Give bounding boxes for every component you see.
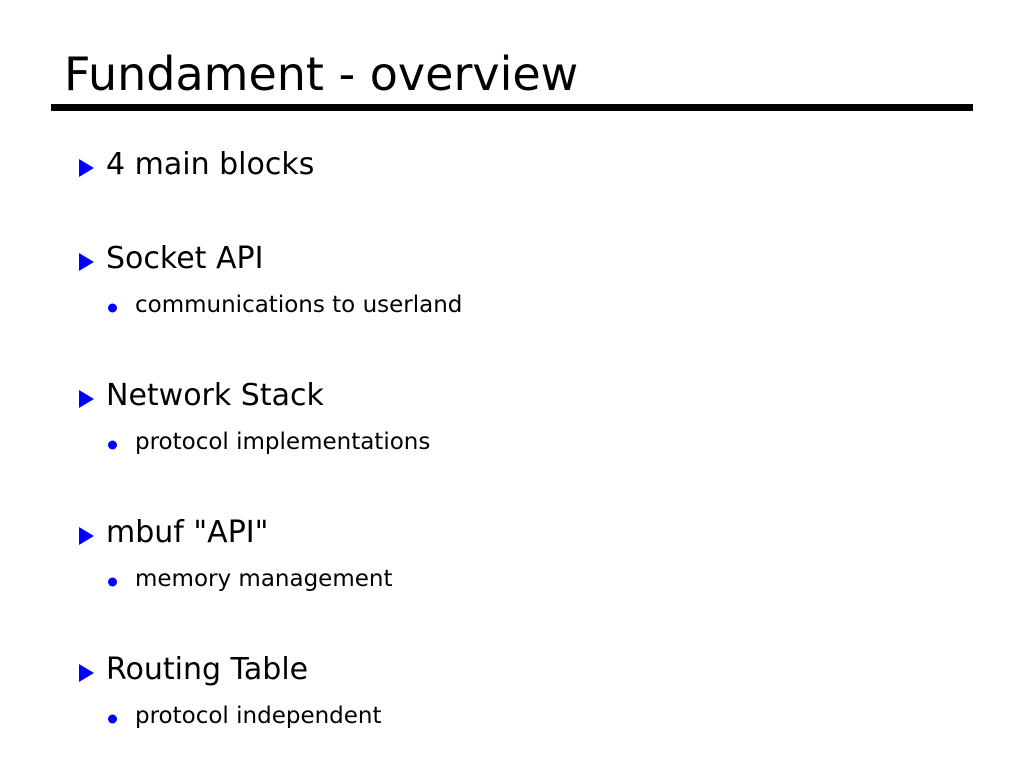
list-item: Socket API (79, 244, 979, 280)
bullet-group: Routing Table protocol independent (79, 655, 979, 733)
dot-bullet-icon (108, 440, 117, 450)
sub-list-item: memory management (79, 568, 979, 596)
sub-list-item-label: memory management (135, 566, 393, 592)
sub-list-item-label: communications to userland (135, 292, 463, 318)
list-item: Network Stack (79, 381, 979, 417)
sub-list-item: communications to userland (79, 294, 979, 322)
list-item: mbuf "API" (79, 518, 979, 554)
title-underline-rule (51, 104, 973, 112)
bullet-group: 4 main blocks (79, 150, 979, 186)
triangle-right-bullet-icon (79, 390, 94, 408)
sub-list-item-label: protocol independent (135, 703, 382, 729)
sub-list-item: protocol independent (79, 705, 979, 733)
bullet-group: Network Stack protocol implementations (79, 381, 979, 459)
triangle-right-bullet-icon (79, 527, 94, 545)
sub-list-item-label: protocol implementations (135, 429, 431, 455)
list-item: 4 main blocks (79, 150, 979, 186)
bullet-group: Socket API communications to userland (79, 244, 979, 322)
slide-body: 4 main blocks Socket API communications … (79, 148, 979, 733)
list-item-label: Network Stack (106, 378, 324, 413)
list-item: Routing Table (79, 655, 979, 691)
triangle-right-bullet-icon (79, 664, 94, 682)
dot-bullet-icon (108, 577, 117, 587)
slide-title-block: Fundament - overview (51, 47, 973, 112)
sub-list-item: protocol implementations (79, 431, 979, 459)
bullet-group: mbuf "API" memory management (79, 518, 979, 596)
page-title: Fundament - overview (64, 47, 579, 101)
triangle-right-bullet-icon (79, 253, 94, 271)
list-item-label: 4 main blocks (106, 147, 315, 182)
list-item-label: mbuf "API" (106, 515, 269, 550)
dot-bullet-icon (108, 714, 117, 724)
triangle-right-bullet-icon (79, 159, 94, 177)
list-item-label: Routing Table (106, 652, 309, 687)
dot-bullet-icon (108, 303, 117, 313)
list-item-label: Socket API (106, 241, 264, 276)
